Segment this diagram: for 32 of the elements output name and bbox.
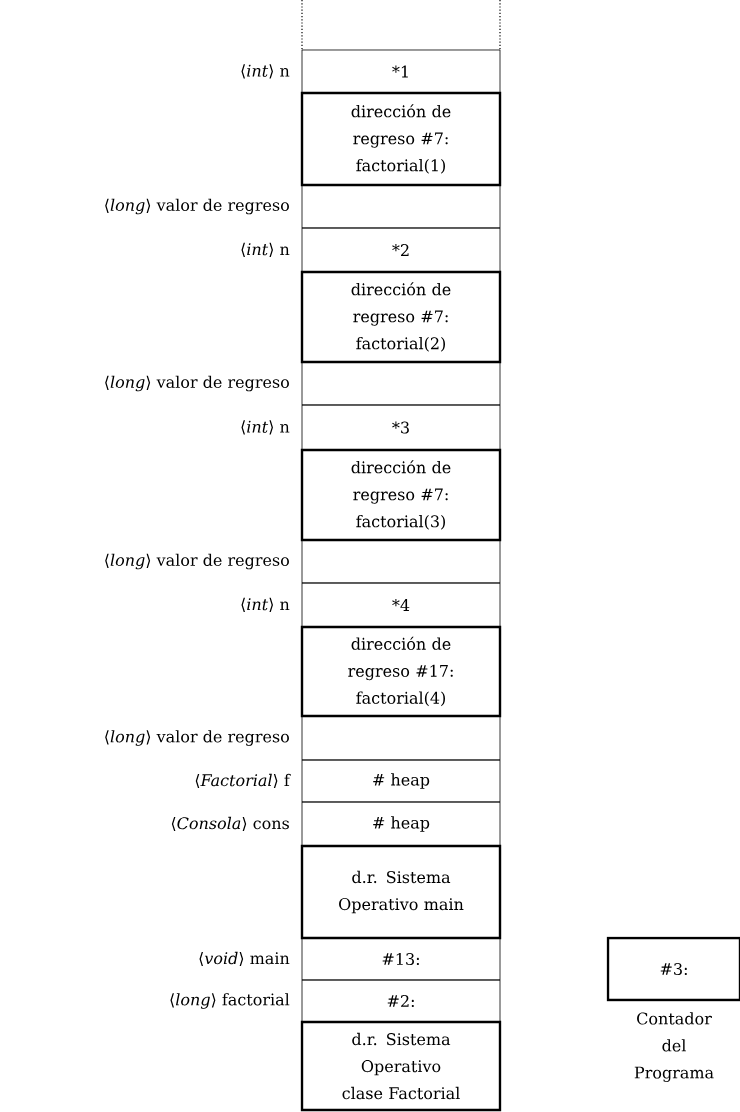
variable-label: ⟨int⟩ n	[241, 64, 290, 79]
variable-label: ⟨Consola⟩ cons	[171, 816, 289, 832]
stack-cell: #13:	[301, 937, 501, 981]
stack-cell: *4	[301, 582, 501, 628]
variable-label: ⟨void⟩ main	[199, 951, 290, 967]
stack-cell	[301, 184, 501, 229]
stack-cell: *2	[301, 227, 501, 273]
stack-cell	[301, 539, 501, 584]
variable-label: ⟨int⟩ n	[241, 597, 290, 613]
variable-label: ⟨Factorial⟩ f	[195, 773, 291, 789]
variable-label: ⟨int⟩ n	[241, 242, 290, 258]
stack-cell: #2:	[301, 979, 501, 1023]
return-address-box: d.r. Sistema Operativo clase Factorial	[300, 1020, 502, 1112]
variable-label: ⟨long⟩ valor de regreso	[105, 730, 289, 746]
variable-label: ⟨long⟩ valor de regreso	[105, 553, 289, 570]
variable-label: ⟨long⟩ factorial	[170, 993, 290, 1009]
variable-label: ⟨int⟩ n	[241, 420, 290, 435]
return-address-box: dirección de regreso #7: factorial(3)	[300, 448, 502, 542]
stack-cell: # heap	[301, 759, 501, 803]
program-counter-box: #3:	[606, 936, 740, 1002]
stack-cell: # heap	[301, 801, 501, 847]
stack-cell: *3	[301, 404, 501, 451]
return-address-box: d.r. Sistema Operativo main	[300, 844, 502, 940]
return-address-box: dirección de regreso #17: factorial(4)	[300, 625, 502, 718]
node-label: Contador del Programa	[634, 1012, 714, 1082]
stack-cell	[301, 715, 501, 761]
stack-cell: *1	[301, 49, 501, 94]
stack-cell	[301, 361, 501, 406]
variable-label: ⟨long⟩ valor de regreso	[105, 198, 289, 215]
return-address-box: dirección de regreso #7: factorial(1)	[300, 91, 502, 187]
return-address-box: dirección de regreso #7: factorial(2)	[300, 270, 502, 364]
variable-label: ⟨long⟩ valor de regreso	[105, 375, 289, 392]
